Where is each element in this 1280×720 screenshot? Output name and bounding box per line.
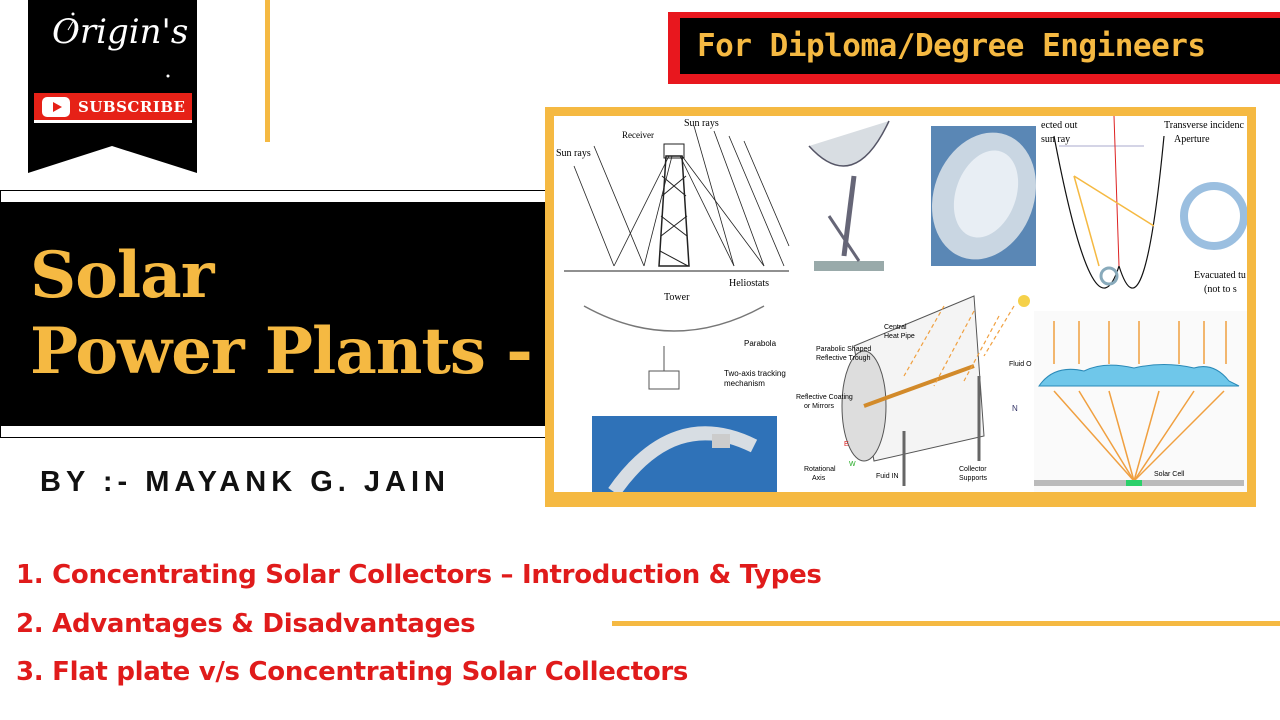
label-solar-cell: Solar Cell (1154, 471, 1185, 478)
label-w: W (849, 461, 856, 468)
label-n: N (1012, 404, 1018, 413)
topic-item-2: 2. Advantages & Disadvantages (16, 609, 476, 639)
dish-photo (931, 126, 1036, 266)
topic-item-3: 3. Flat plate v/s Concentrating Solar Co… (16, 657, 689, 687)
audience-tag-label: For Diploma/Degree Engineers (697, 28, 1206, 64)
title-line-2: Power Plants - 4 (30, 314, 598, 389)
label-tracking: Two-axis tracking (724, 369, 786, 378)
gold-divider-horizontal (612, 621, 1280, 626)
image-collage: Receiver Sun rays Sun rays Heliostats To… (545, 107, 1256, 507)
gold-divider-vertical (265, 0, 270, 142)
audience-tag-inner: For Diploma/Degree Engineers (680, 18, 1280, 74)
youtube-play-icon (42, 96, 70, 117)
label-fluid-in: Fuid IN (876, 473, 899, 480)
subscribe-label: SUBSCRIBE (78, 97, 186, 116)
channel-logo-badge (28, 0, 197, 173)
author-credit: BY :- MAYANK G. JAIN (40, 466, 450, 498)
label-reflective-trough: Reflective Trough (816, 355, 871, 362)
label-sun-rays-left: Sun rays (556, 148, 591, 159)
dish-drawing (797, 116, 927, 276)
label-sun-rays-top: Sun rays (684, 118, 719, 129)
channel-logo-text: Origin's (52, 12, 189, 52)
label-collector: Collector (959, 466, 987, 473)
topic-item-1: 1. Concentrating Solar Collectors – Intr… (16, 560, 822, 590)
fresnel-lens-diagram: Solar Cell (1034, 311, 1247, 492)
trough-section-diagram: ected out sun ray Transverse incidenc Ap… (1040, 116, 1247, 301)
label-heliostats: Heliostats (729, 278, 769, 289)
label-axis: Axis (812, 475, 826, 482)
label-coating: Reflective Coating (796, 394, 853, 401)
label-receiver: Receiver (622, 130, 654, 140)
label-transverse: Transverse incidenc (1164, 120, 1244, 131)
label-fluid-out: Fluid O (1009, 361, 1032, 368)
audience-tag: For Diploma/Degree Engineers (668, 12, 1280, 84)
label-parabolic: Parabolic Shaped (816, 346, 871, 353)
label-parabola: Parabola (744, 339, 777, 348)
label-rotational: Rotational (804, 466, 836, 473)
title-line-1: Solar (30, 238, 214, 313)
parabola-tracking-diagram: Parabola Two-axis tracking mechanism (583, 305, 786, 390)
label-not-to: (not to s (1204, 284, 1237, 295)
subscribe-button[interactable]: SUBSCRIBE (34, 93, 192, 123)
dish-photo-bottom (592, 416, 777, 492)
label-sun-ray: sun ray (1041, 134, 1070, 145)
label-evacuated: Evacuated tu (1194, 270, 1246, 281)
label-mechanism: mechanism (724, 379, 765, 388)
label-mirrors: or Mirrors (804, 403, 834, 410)
label-tower: Tower (664, 292, 690, 303)
parabolic-trough-diagram: Central Heat Pipe Parabolic Shaped Refle… (796, 295, 1032, 486)
label-reflected: ected out (1041, 120, 1078, 131)
label-heat-pipe: Heat Pipe (884, 333, 915, 340)
label-central: Central (884, 324, 907, 331)
solar-tower-diagram: Receiver Sun rays Sun rays Heliostats To… (556, 118, 790, 303)
collage-inner: Receiver Sun rays Sun rays Heliostats To… (554, 116, 1247, 492)
label-e: E (844, 441, 849, 448)
label-aperture: Aperture (1174, 134, 1210, 145)
label-supports: Supports (959, 475, 988, 482)
